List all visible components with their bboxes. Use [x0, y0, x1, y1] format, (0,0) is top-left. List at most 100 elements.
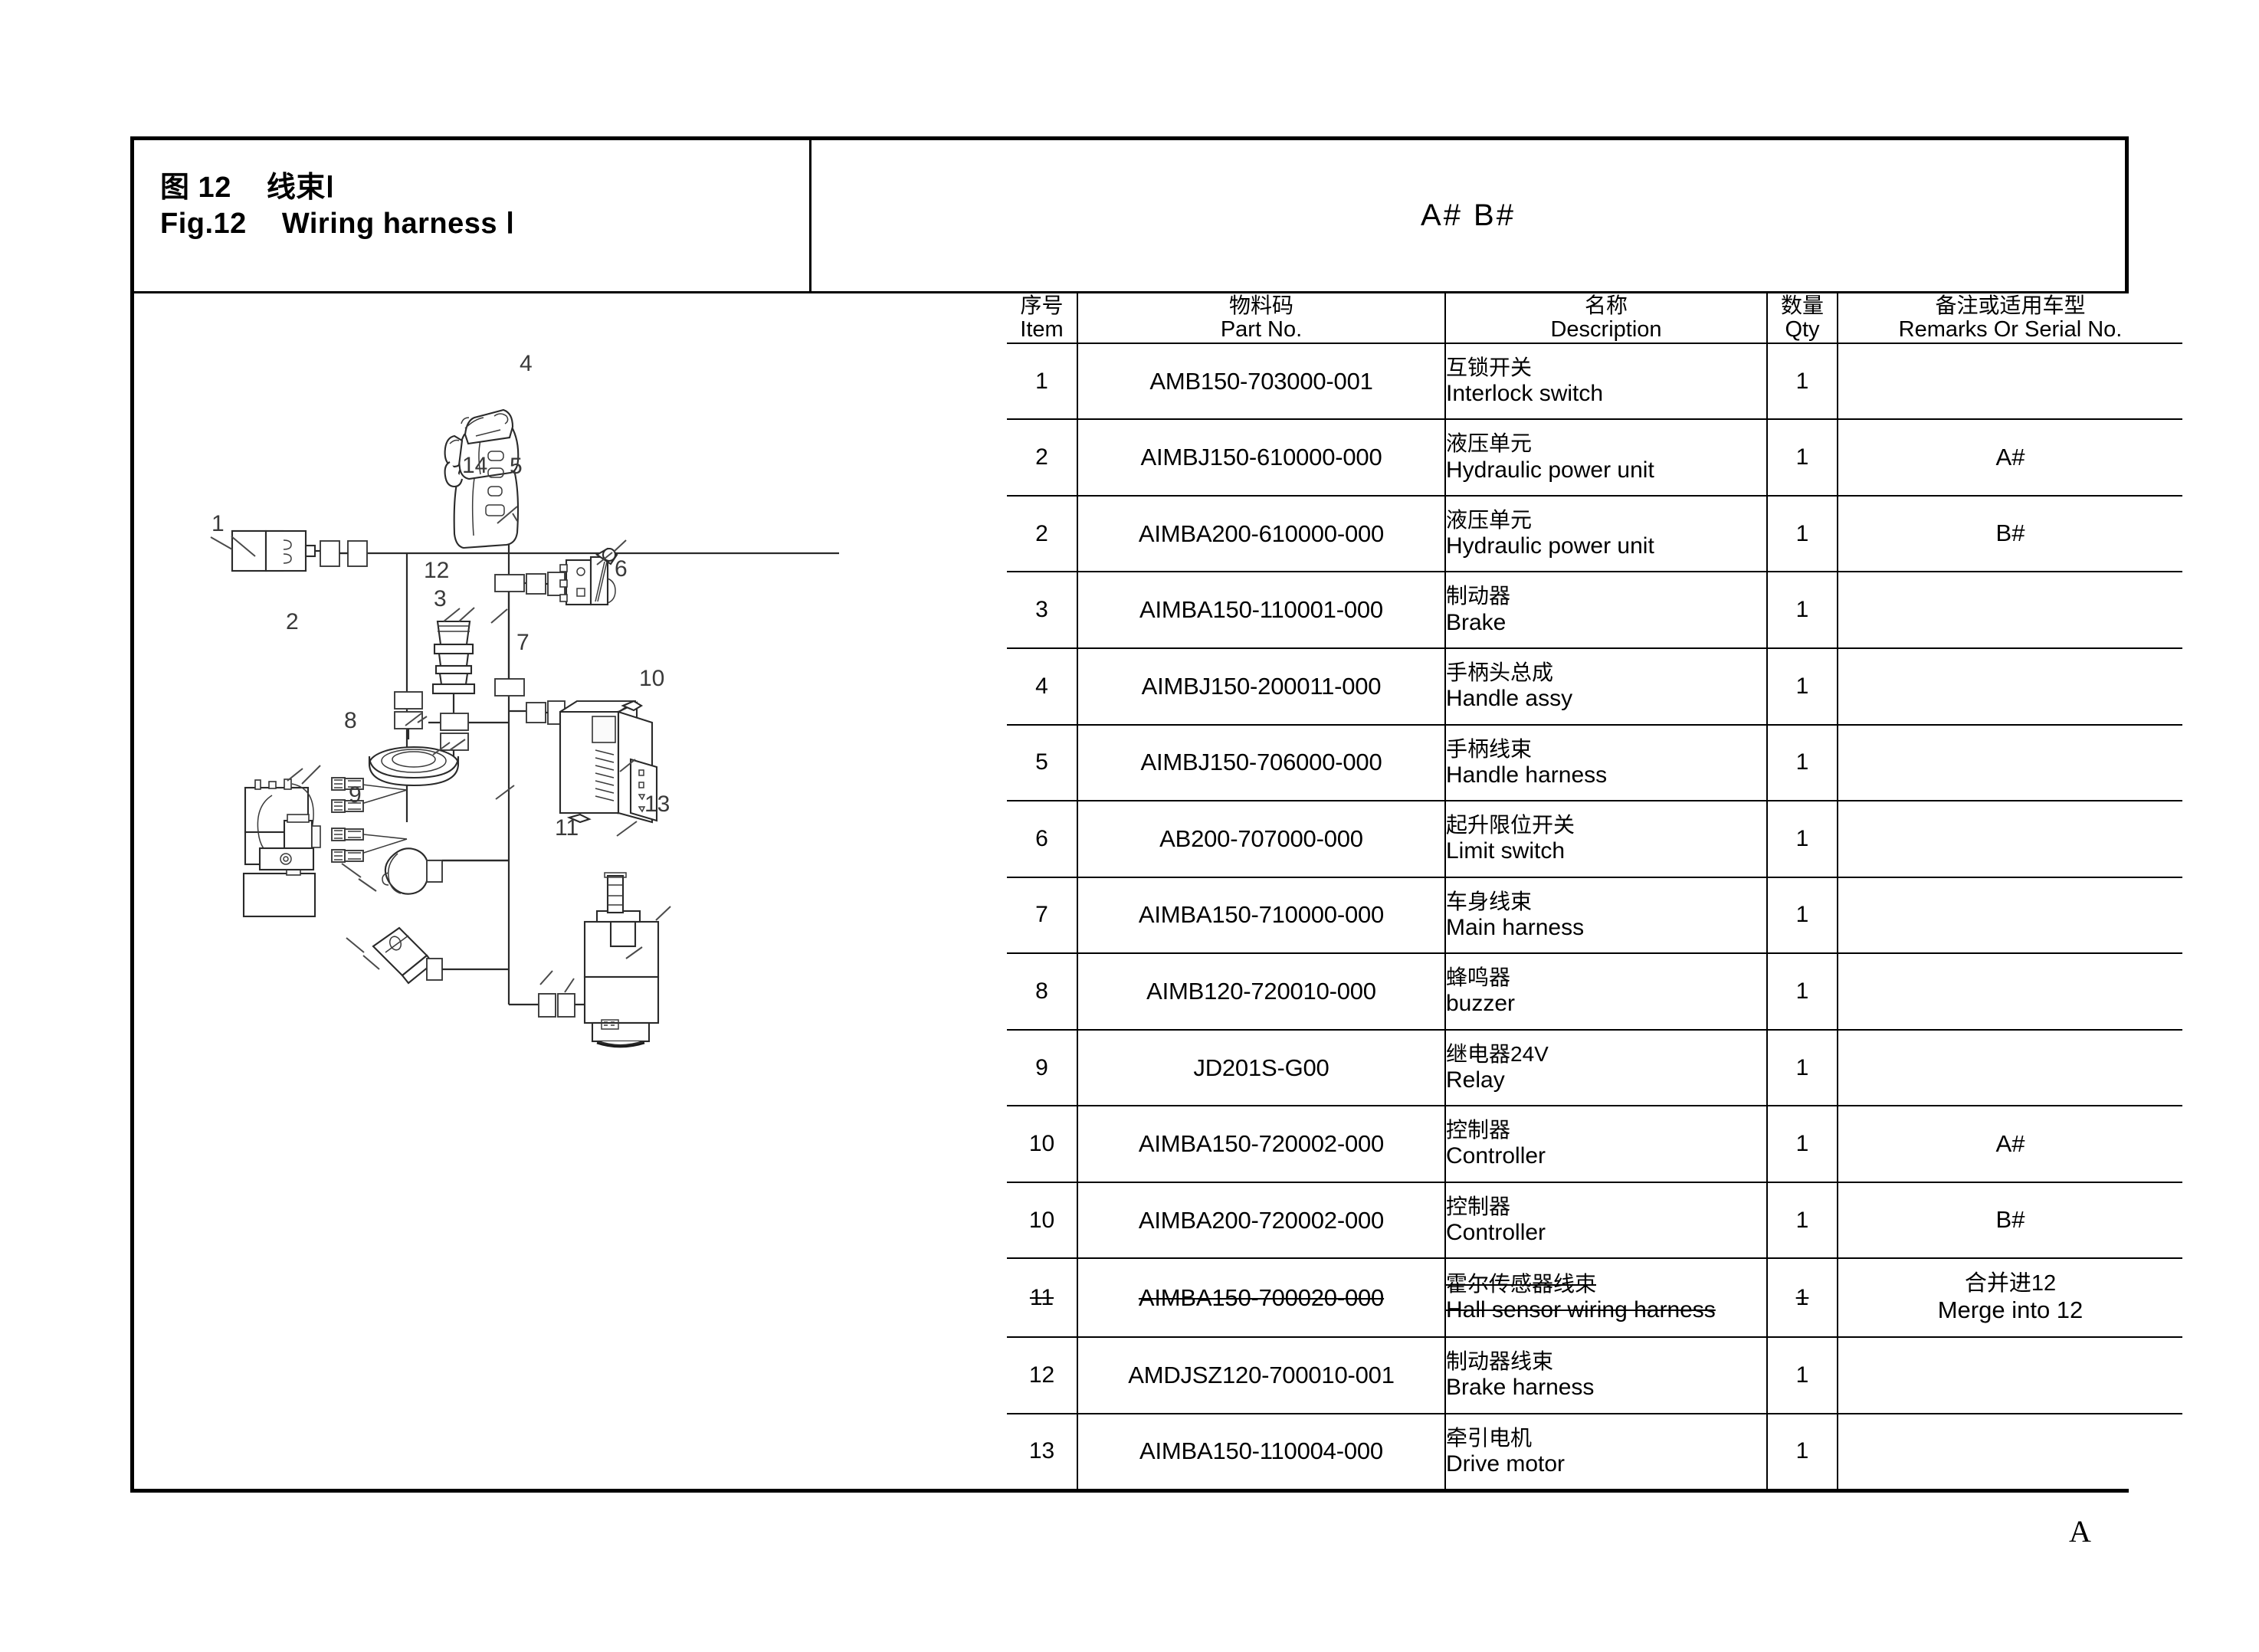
callout-6: 6: [615, 556, 628, 582]
exploded-wiring-diagram: .ln { fill:none; stroke:#2a2a2a; stroke-…: [134, 293, 1007, 1489]
model-variant-text: A# B#: [1421, 198, 1516, 232]
description-cn: 起升限位开关: [1446, 813, 1575, 837]
cell-item: 9: [1007, 1028, 1078, 1107]
description-cn: 蜂鸣器: [1446, 965, 1511, 990]
cell-part-no: AIMBA150-110001-000: [1077, 571, 1446, 650]
description-cn: 制动器线束: [1446, 1349, 1554, 1374]
remarks-en: Merge into 12: [1937, 1296, 2084, 1324]
cell-part-no: AIMBJ150-610000-000: [1077, 418, 1446, 497]
cell-qty: 1: [1766, 342, 1838, 421]
cell-remarks: [1837, 723, 2182, 802]
cell-qty: 1: [1766, 1028, 1838, 1107]
remarks-en: B#: [1995, 1206, 2025, 1234]
header-part-no-cn: 物料码: [1228, 293, 1293, 317]
description-en: Interlock switch: [1446, 381, 1604, 406]
callout-10: 10: [639, 666, 664, 691]
cell-remarks: [1837, 1028, 2182, 1107]
cell-part-no: AIMBA150-720002-000: [1077, 1105, 1446, 1183]
cell-remarks: A#: [1837, 418, 2182, 497]
header-description-en: Description: [1550, 317, 1662, 343]
cell-qty: 1: [1766, 647, 1838, 726]
cell-qty: 1: [1766, 1336, 1838, 1414]
callout-5: 5: [510, 454, 523, 479]
header-item-cn: 序号: [1020, 293, 1064, 317]
callout-12: 12: [424, 558, 449, 583]
callout-13: 13: [644, 792, 670, 817]
header-remarks-en: Remarks Or Serial No.: [1898, 317, 2123, 343]
part-interlock-switch: [231, 529, 368, 572]
figure-name-en: Wiring harness Ⅰ: [281, 208, 515, 240]
part-horn-button: [431, 607, 476, 762]
description-en: Controller: [1446, 1220, 1546, 1246]
cell-remarks: [1837, 876, 2182, 955]
description-en: Controller: [1446, 1143, 1546, 1169]
callout-3: 3: [434, 586, 447, 611]
header-part-no: 物料码 Part No.: [1077, 293, 1446, 344]
callout-7: 7: [516, 630, 530, 655]
remarks-en: A#: [1995, 443, 2025, 470]
remarks-en: A#: [1995, 1129, 2025, 1157]
part-controller: [526, 700, 658, 824]
model-variant-header: A# B#: [811, 140, 2125, 293]
description-en: buzzer: [1446, 991, 1516, 1017]
cell-qty: 1: [1766, 1412, 1838, 1489]
cell-item: 3: [1007, 571, 1078, 650]
description-cn: 继电器24V: [1446, 1041, 1549, 1066]
header-item: 序号 Item: [1007, 293, 1078, 344]
cell-part-no: AIMBA200-610000-000: [1077, 494, 1446, 573]
cell-part-no: AIMBA150-700020-000: [1077, 1257, 1446, 1339]
description-en: Relay: [1446, 1067, 1505, 1093]
description-cn: 手柄线束: [1446, 736, 1533, 761]
figure-title-chinese: 图 12 线束Ⅰ: [160, 163, 335, 205]
callout-1: 1: [211, 511, 225, 536]
figure-label-cn: 图 12: [160, 172, 231, 204]
cell-item: 7: [1007, 876, 1078, 955]
description-en: Limit switch: [1446, 838, 1566, 864]
description-en: Main harness: [1446, 914, 1585, 940]
cell-part-no: AIMBA200-720002-000: [1077, 1181, 1446, 1260]
cell-remarks: [1837, 800, 2182, 878]
cell-remarks: [1837, 1412, 2182, 1489]
cell-item: 13: [1007, 1412, 1078, 1489]
header-qty-en: Qty: [1785, 317, 1820, 343]
description-cn: 互锁开关: [1446, 355, 1533, 379]
description-cn: 液压单元: [1446, 431, 1533, 456]
cell-remarks: A#: [1837, 1105, 2182, 1183]
cell-qty: 1: [1766, 800, 1838, 878]
figure-name-cn: 线束Ⅰ: [266, 172, 335, 204]
cell-remarks: [1837, 647, 2182, 726]
table-header-row: 序号 Item 物料码 Part No. 名称 Description 数量 Q…: [1007, 293, 2182, 344]
callout-8: 8: [344, 708, 357, 733]
cell-item: 5: [1007, 723, 1078, 802]
description-en: Brake harness: [1446, 1375, 1595, 1401]
cell-item: 12: [1007, 1336, 1078, 1414]
callout-2: 2: [286, 609, 299, 634]
description-cn: 车身线束: [1446, 889, 1533, 913]
remarks-en: B#: [1995, 520, 2025, 547]
header-qty-cn: 数量: [1780, 293, 1824, 317]
description-en: Handle harness: [1446, 762, 1608, 788]
cell-qty: 1: [1766, 418, 1838, 497]
cell-qty: 1: [1766, 1257, 1838, 1339]
callout-9: 9: [349, 782, 362, 808]
header-qty: 数量 Qty: [1766, 293, 1838, 344]
cell-item: 10: [1007, 1181, 1078, 1260]
